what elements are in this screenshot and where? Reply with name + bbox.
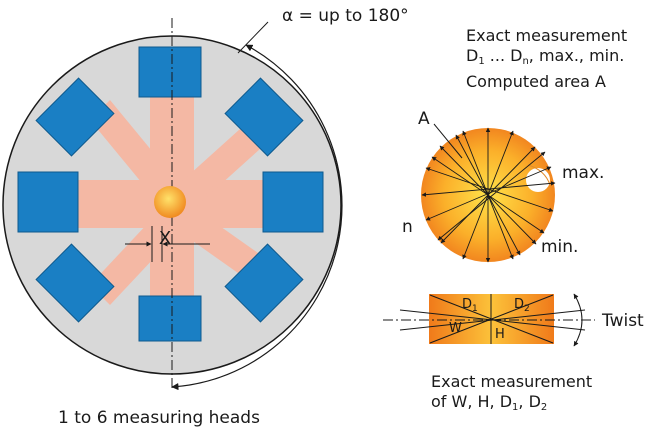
label-d1: D1 bbox=[462, 297, 478, 314]
label-w: W bbox=[449, 321, 462, 336]
label-h: H bbox=[495, 327, 505, 342]
workpiece-ball bbox=[154, 186, 186, 218]
x-label: X bbox=[159, 228, 171, 249]
head-lower-left bbox=[35, 243, 115, 323]
head-upper-left bbox=[35, 77, 115, 157]
alpha-arc bbox=[171, 44, 343, 391]
round-heading-line2: D1 ... Dn, max., min. bbox=[466, 46, 625, 67]
label-d2: D2 bbox=[514, 297, 530, 314]
alpha-leader bbox=[237, 21, 269, 54]
head-bottom bbox=[138, 295, 202, 342]
rect-footer-line2: of W, H, D1, D2 bbox=[431, 392, 548, 413]
label-min: min. bbox=[541, 237, 578, 257]
round-heading-line3: Computed area A bbox=[466, 72, 606, 91]
rect-footer-line1: Exact measurement bbox=[431, 372, 593, 391]
label-twist: Twist bbox=[601, 311, 644, 331]
caption: 1 to 6 measuring heads bbox=[58, 408, 260, 428]
twist-arc bbox=[573, 293, 583, 347]
head-right bbox=[262, 171, 324, 233]
a-leader bbox=[433, 123, 463, 159]
head-left bbox=[17, 171, 79, 233]
label-a: A bbox=[418, 109, 430, 129]
round-profile-heading: Exact measurement D1 ... Dn, max., min. … bbox=[466, 26, 627, 92]
alpha-label: α = up to 180° bbox=[282, 6, 409, 26]
rect-profile-footer: Exact measurement of W, H, D1, D2 bbox=[431, 372, 592, 418]
head-top bbox=[138, 46, 202, 98]
round-heading-line1: Exact measurement bbox=[466, 26, 628, 45]
label-n: n bbox=[402, 217, 413, 237]
label-max: max. bbox=[562, 163, 604, 183]
rect-diagonals bbox=[399, 294, 586, 344]
diameter-lines bbox=[421, 127, 556, 263]
